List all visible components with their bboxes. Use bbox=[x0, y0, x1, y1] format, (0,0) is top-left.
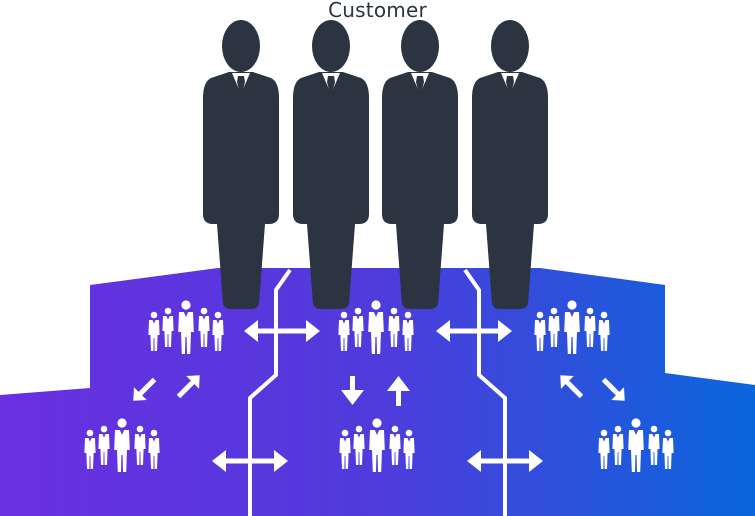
divider-right bbox=[463, 268, 507, 516]
diagram-title: Customer bbox=[328, 0, 427, 22]
businessman-icon bbox=[382, 20, 458, 309]
diagonal-arrows-icon-right bbox=[560, 375, 625, 401]
businessman-icon bbox=[293, 20, 369, 309]
vertical-arrows-icon-center bbox=[341, 376, 410, 406]
diagonal-arrows-icon-left bbox=[133, 375, 200, 401]
customer-group bbox=[203, 20, 548, 309]
businessman-icon bbox=[472, 20, 548, 309]
divider-left bbox=[248, 268, 292, 516]
businessman-icon bbox=[203, 20, 279, 309]
